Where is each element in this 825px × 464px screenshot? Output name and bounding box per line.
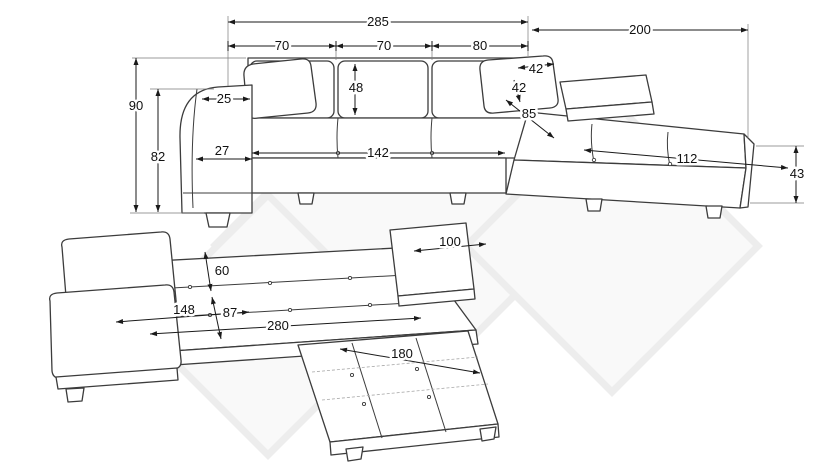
dim-label-cushion-3: 80 bbox=[473, 38, 487, 53]
tuft-button bbox=[667, 161, 673, 167]
dimension-line-pillow-height bbox=[513, 79, 521, 103]
dim-label-chaise-width: 200 bbox=[629, 22, 651, 37]
armrest-base bbox=[55, 367, 179, 390]
dim-label-left-width: 148 bbox=[173, 302, 195, 317]
dim-label-armrest-height: 82 bbox=[151, 149, 165, 164]
sofa-leg bbox=[449, 192, 467, 205]
dimension-line-headrest-width bbox=[413, 242, 487, 253]
bottom-view-dimensions: 100 60 87 148 280 180 bbox=[115, 232, 487, 375]
sofa-leg bbox=[297, 192, 315, 205]
dim-label-pillow-width: 42 bbox=[529, 61, 543, 76]
dim-label-chaise-length: 112 bbox=[677, 151, 698, 166]
tuft-button bbox=[414, 366, 420, 372]
dim-label-bed-length: 280 bbox=[267, 318, 289, 333]
top-view-dimensions: 285 200 70 70 80 48 42 42 90 82 25 27 14… bbox=[126, 12, 807, 214]
tuft-button bbox=[187, 284, 193, 290]
dimension-line-seat-depth bbox=[203, 251, 213, 292]
dim-label-overall-height: 90 bbox=[129, 98, 143, 113]
dim-label-headrest-width: 100 bbox=[439, 234, 461, 249]
tuft-button bbox=[287, 307, 293, 313]
dimension-line-corner-depth bbox=[505, 99, 555, 139]
top-view-sofa-art bbox=[179, 55, 755, 228]
dimension-line-bed-length bbox=[149, 315, 422, 337]
dimension-line-chaise-length bbox=[339, 347, 481, 375]
sofa-leg bbox=[585, 198, 603, 212]
dim-label-back-height: 48 bbox=[349, 80, 363, 95]
tuft-button bbox=[349, 372, 355, 378]
dimension-line-pillow-width bbox=[517, 62, 555, 70]
sofa-leg bbox=[65, 387, 85, 403]
dim-label-chaise-length: 180 bbox=[391, 346, 413, 361]
dim-label-corner-depth: 85 bbox=[522, 106, 536, 121]
chaise-front bbox=[329, 423, 500, 456]
dimension-line-chaise-length bbox=[583, 148, 789, 170]
armrest bbox=[179, 84, 253, 214]
dim-label-chaise-height: 43 bbox=[790, 166, 804, 181]
dim-label-cushion-2: 70 bbox=[377, 38, 391, 53]
armrest bbox=[49, 284, 182, 379]
dim-label-pillow-height: 42 bbox=[512, 80, 526, 95]
stitch-line bbox=[311, 356, 479, 373]
tuft-button bbox=[367, 302, 373, 308]
sofa-leg bbox=[205, 212, 231, 228]
sofa-leg bbox=[705, 205, 723, 219]
dim-label-extension-depth: 87 bbox=[223, 305, 237, 320]
dim-label-cushion-1: 70 bbox=[275, 38, 289, 53]
dim-label-seat-depth: 60 bbox=[215, 263, 229, 278]
headrest-top bbox=[389, 222, 475, 297]
sofa-leg bbox=[345, 446, 364, 462]
dim-label-overall-width: 285 bbox=[367, 14, 389, 29]
tuft-button bbox=[591, 157, 597, 163]
tuft-button bbox=[267, 280, 273, 286]
chaise-armrest-front bbox=[565, 101, 655, 122]
headrest-front bbox=[397, 288, 476, 307]
pillow bbox=[243, 58, 317, 119]
dim-label-seat-length: 142 bbox=[367, 145, 389, 160]
tuft-button bbox=[347, 275, 353, 281]
dim-label-armrest-top: 25 bbox=[217, 91, 231, 106]
seat-top bbox=[247, 117, 531, 159]
seat-front bbox=[247, 157, 507, 194]
tuft-button bbox=[426, 394, 432, 400]
sofa-leg bbox=[479, 426, 497, 442]
dim-label-armrest-front: 27 bbox=[215, 143, 229, 158]
armrest-seam bbox=[191, 88, 198, 209]
stitch-line bbox=[321, 383, 489, 401]
tuft-button bbox=[361, 401, 367, 407]
